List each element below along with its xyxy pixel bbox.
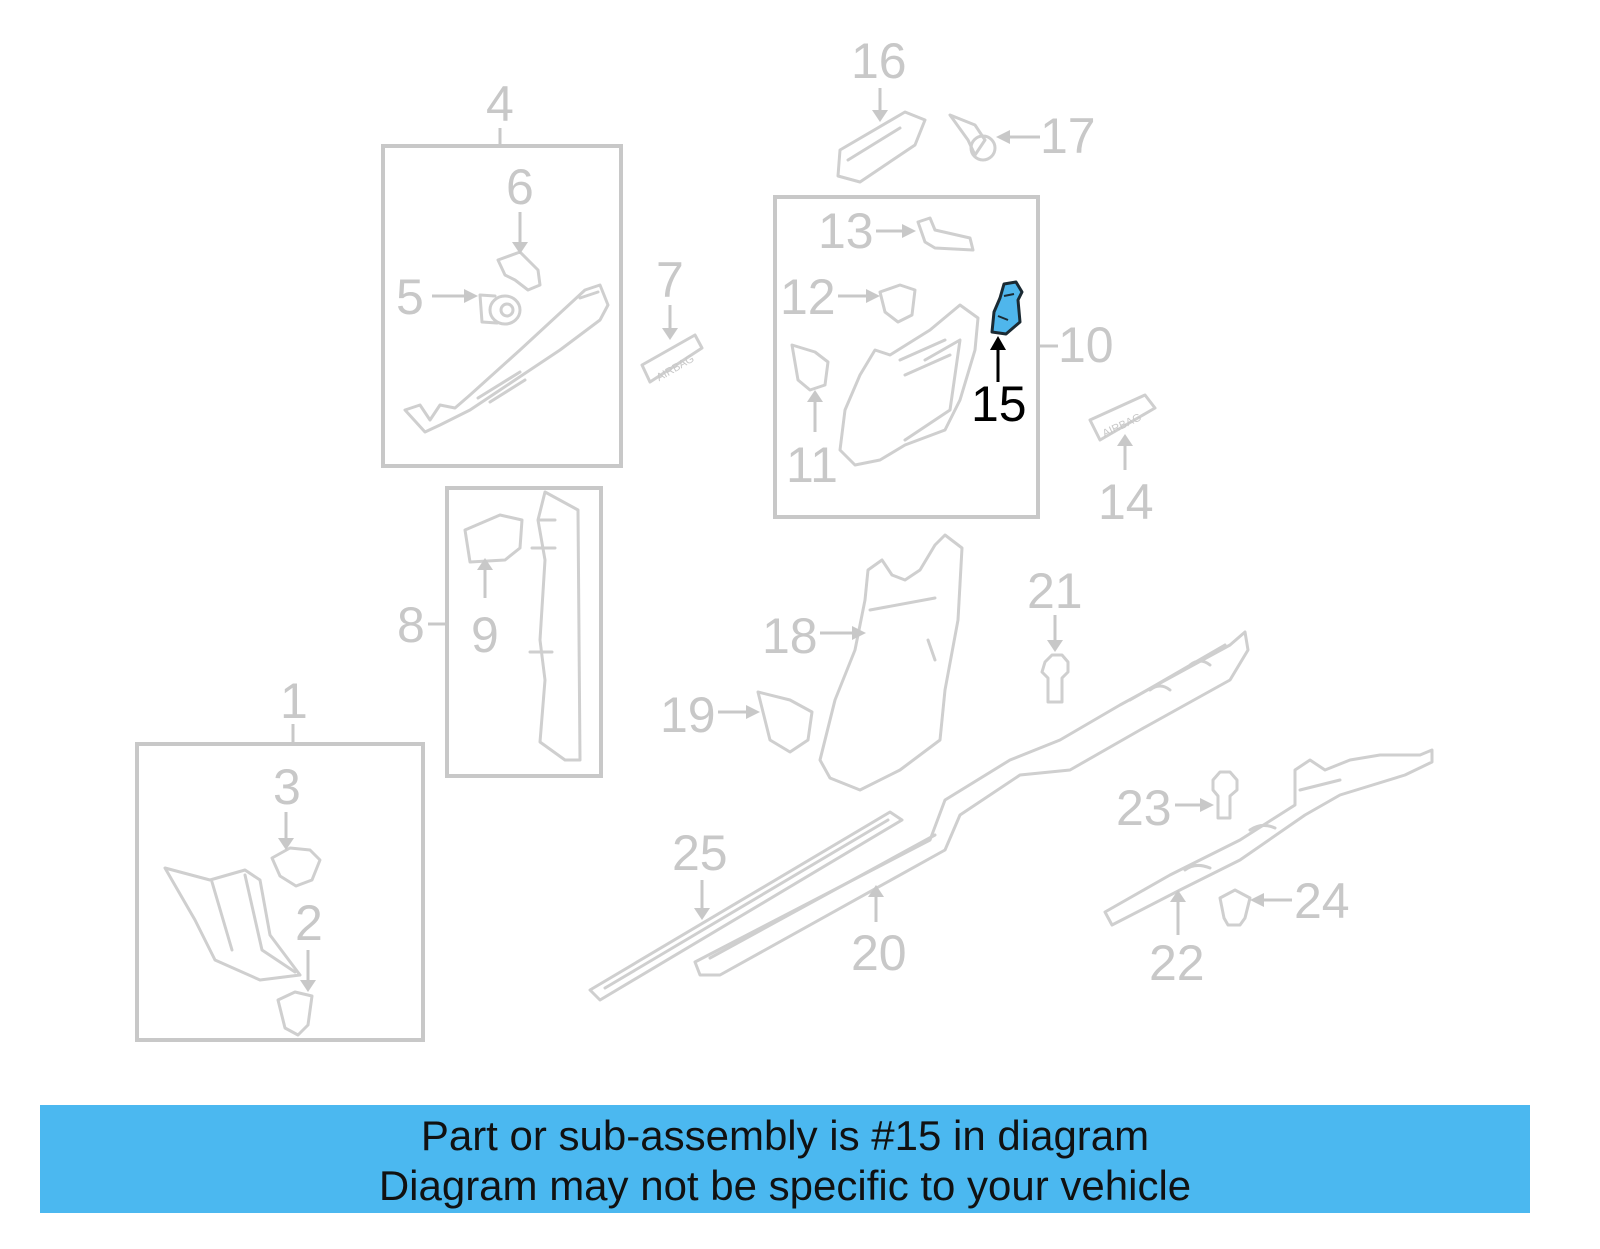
callout-9: 9 [471,607,499,663]
callout-14: 14 [1098,474,1154,530]
part-9-bracket [463,513,524,564]
airbag-text-7: AIRBAG [654,353,696,384]
callout-18: 18 [762,608,818,664]
part-7-airbag-badge: AIRBAG [640,333,704,384]
part-5-grommet [488,294,522,326]
banner-line-1: Part or sub-assembly is #15 in diagram [420,1112,1150,1159]
callout-24: 24 [1294,873,1350,929]
callout-17: 17 [1040,108,1096,164]
callout-8: 8 [397,597,425,653]
part-13-bolt [916,216,975,252]
part-16-bracket [836,110,927,184]
part-1-kick-panel [163,866,302,982]
group-box-10 [773,195,1040,519]
part-18-pillar-lower [818,533,964,792]
callout-16: 16 [851,33,907,89]
callout-11: 11 [786,437,838,493]
part-25-scuff-strip [588,810,904,1002]
group-box-4 [381,144,623,468]
callout-15: 15 [971,376,1027,432]
part-12-clip [878,283,917,324]
callout-10: 10 [1058,317,1114,373]
callout-12: 12 [780,269,836,325]
part-6-clip [496,250,542,292]
callout-20: 20 [851,925,907,981]
callout-25: 25 [672,825,728,881]
callout-13: 13 [818,203,874,259]
part-3-clip [270,846,322,888]
part-21-bolt [1040,653,1070,704]
part-15-clip-highlighted[interactable] [990,280,1024,336]
callout-7: 7 [656,252,684,308]
callout-5: 5 [396,269,424,325]
callout-22: 22 [1149,935,1205,991]
part-8-pillar-strip [536,490,582,762]
group-box-8 [445,486,603,778]
part-23-bolt [1211,770,1239,820]
part-19-bracket [756,690,814,754]
part-17-push-pin [948,113,987,157]
callout-23: 23 [1116,780,1172,836]
airbag-text-14: AIRBAG [1101,411,1144,439]
callout-19: 19 [660,687,716,743]
part-10-pillar-upper [838,303,980,467]
part-2-clip [276,990,314,1037]
part-20-sill-plate [693,630,1250,977]
callout-2: 2 [295,895,323,951]
banner-line-2: Diagram may not be specific to your vehi… [378,1162,1192,1209]
part-14-airbag-badge: AIRBAG [1088,393,1157,442]
part-4-pillar-trim [403,283,610,434]
part-11-bracket [790,343,830,392]
callout-1: 1 [280,673,308,729]
group-box-1 [135,742,425,1042]
callout-6: 6 [506,159,534,215]
callout-21: 21 [1027,563,1083,619]
callout-3: 3 [273,759,301,815]
info-banner: Part or sub-assembly is #15 in diagram D… [40,1105,1530,1213]
callout-4: 4 [486,76,514,132]
part-22-reinforcement [1103,748,1434,927]
part-24-nut [1218,888,1252,927]
